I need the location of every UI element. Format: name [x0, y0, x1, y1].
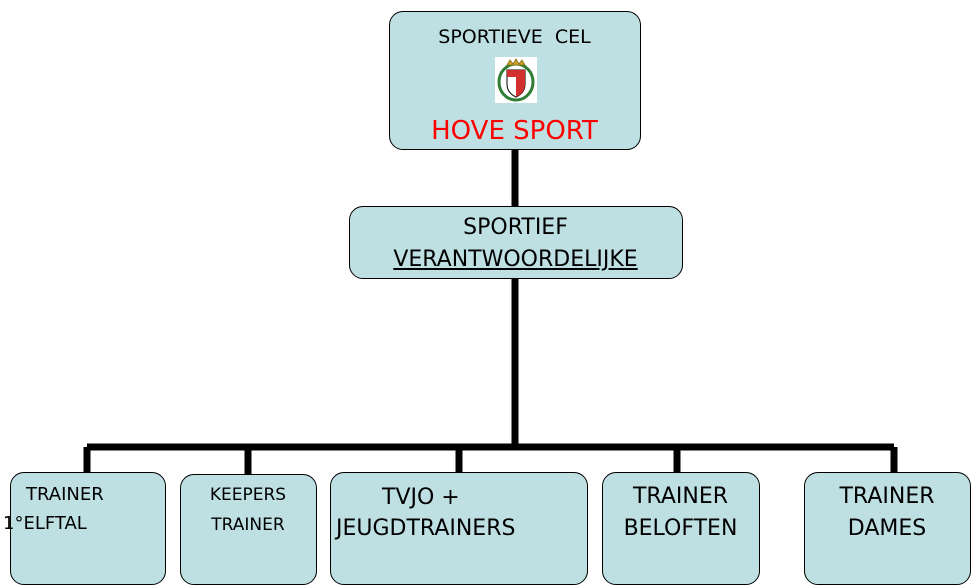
child-box-tvjo-jeugdtrainers: TVJO + JEUGDTRAINERS	[330, 472, 588, 585]
child-box-trainer-dames: TRAINER DAMES	[804, 472, 971, 585]
top-box-subtitle: HOVE SPORT	[431, 116, 598, 146]
crest-shield-icon	[495, 57, 537, 103]
middle-box-sportief-verantwoordelijke: SPORTIEF VERANTWOORDELIJKE	[349, 206, 683, 279]
top-box-title: SPORTIEVE CEL	[438, 26, 591, 48]
child-1-line2: 1°ELFTAL	[3, 513, 87, 534]
child-box-trainer-beloften: TRAINER BELOFTEN	[602, 472, 760, 585]
child-2-line2: TRAINER	[211, 515, 285, 535]
child-5-line1: TRAINER	[839, 484, 935, 509]
child-4-line2: BELOFTEN	[623, 516, 738, 541]
child-box-keepers-trainer: KEEPERS TRAINER	[180, 474, 317, 585]
middle-box-line2: VERANTWOORDELIJKE	[393, 247, 638, 272]
child-2-line1: KEEPERS	[209, 485, 287, 505]
child-3-line1: TVJO +	[382, 485, 460, 510]
top-box-sportieve-cel: SPORTIEVE CEL HOVE SPORT	[389, 11, 641, 150]
child-box-trainer-1e-elftal: TRAINER 1°ELFTAL	[3, 472, 166, 585]
child-5-line2: DAMES	[847, 516, 927, 541]
child-1-line1: TRAINER	[26, 484, 104, 505]
child-4-line1: TRAINER	[632, 484, 728, 509]
child-3-line2: JEUGDTRAINERS	[336, 516, 516, 541]
middle-box-line1: SPORTIEF	[463, 215, 568, 240]
